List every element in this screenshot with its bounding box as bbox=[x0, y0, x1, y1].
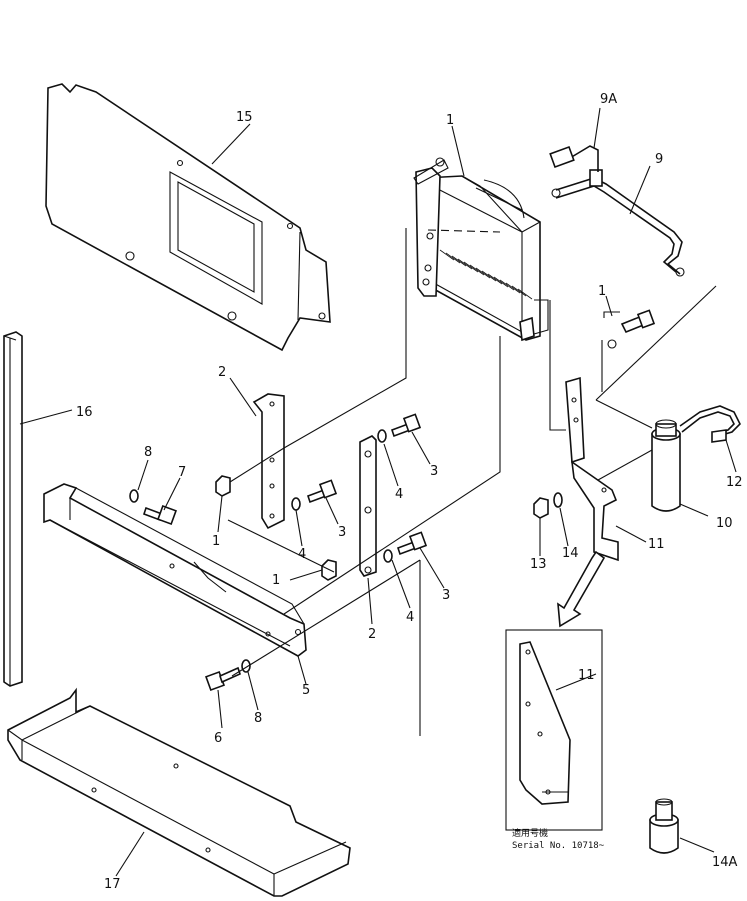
label-4-a: 4 bbox=[298, 547, 306, 562]
label-11: 11 bbox=[648, 537, 665, 552]
core-fin-line bbox=[499, 279, 515, 291]
bolt-7 bbox=[129, 489, 177, 525]
bolt-small bbox=[603, 309, 656, 349]
label-4-c: 4 bbox=[406, 610, 414, 625]
inset-box bbox=[505, 629, 603, 831]
vertical-post bbox=[3, 331, 23, 687]
core-fin-line bbox=[481, 270, 497, 282]
label-11-inset: 11 bbox=[578, 668, 595, 683]
leader-lines bbox=[19, 107, 737, 877]
bracket-left bbox=[252, 393, 285, 530]
bolt-6 bbox=[205, 659, 251, 691]
cover-panel bbox=[45, 83, 331, 352]
label-14A: 14A bbox=[712, 855, 738, 870]
label-7: 7 bbox=[178, 465, 186, 480]
bracket-right bbox=[565, 376, 619, 562]
label-4-b: 4 bbox=[395, 487, 403, 502]
spare-cap bbox=[649, 798, 679, 854]
label-3-a: 3 bbox=[338, 525, 346, 540]
label-8-upper: 8 bbox=[144, 445, 152, 460]
label-17: 17 bbox=[104, 877, 121, 892]
part-labels: 15 1 9A 9 1 2 16 8 7 1 4 3 4 3 1 3 4 2 1… bbox=[76, 92, 743, 892]
bolt-c bbox=[383, 531, 428, 563]
support-beam bbox=[43, 483, 307, 657]
serial-note-en: Serial No. 10718~ bbox=[512, 841, 605, 851]
label-1-bolt: 1 bbox=[598, 284, 606, 299]
nut-a bbox=[215, 475, 231, 497]
core-fins bbox=[439, 249, 533, 300]
core-fin-line bbox=[487, 273, 503, 285]
core-fin-line bbox=[493, 276, 509, 288]
label-1-nut-b: 1 bbox=[272, 573, 280, 588]
core-fin-line bbox=[463, 261, 479, 273]
oil-tube bbox=[551, 169, 685, 277]
core-fin-line bbox=[505, 282, 521, 294]
core-fin-line bbox=[457, 258, 473, 270]
label-16: 16 bbox=[76, 405, 93, 420]
bracket-center bbox=[359, 435, 377, 577]
bolt-a bbox=[377, 413, 422, 443]
core-fin-line bbox=[475, 267, 491, 279]
label-2-right: 2 bbox=[368, 627, 376, 642]
bottom-tray bbox=[7, 687, 351, 897]
label-9: 9 bbox=[655, 152, 663, 167]
core-fin-line bbox=[511, 285, 527, 297]
label-1-nut-a: 1 bbox=[212, 534, 220, 549]
label-6: 6 bbox=[214, 731, 222, 746]
label-5: 5 bbox=[302, 683, 310, 698]
label-9A: 9A bbox=[600, 92, 617, 107]
label-3-c: 3 bbox=[442, 588, 450, 603]
filter-canister bbox=[651, 419, 681, 512]
nut-13 bbox=[533, 497, 549, 519]
core-fin-line bbox=[439, 249, 455, 261]
label-1-core: 1 bbox=[446, 113, 454, 128]
label-3-b: 3 bbox=[430, 464, 438, 479]
oil-cooler-core bbox=[413, 157, 549, 342]
core-fin-line bbox=[517, 288, 533, 300]
label-10: 10 bbox=[716, 516, 733, 531]
serial-note-jp: 適用号機 bbox=[512, 827, 548, 839]
serial-note: 適用号機 Serial No. 10718~ bbox=[512, 827, 605, 851]
core-fin-line bbox=[451, 255, 467, 267]
label-14: 14 bbox=[562, 546, 579, 561]
inset-arrow bbox=[557, 550, 606, 628]
label-13: 13 bbox=[530, 557, 547, 572]
core-fin-line bbox=[469, 264, 485, 276]
label-8-lower: 8 bbox=[254, 711, 262, 726]
washer-14 bbox=[553, 492, 563, 508]
sensor-connector bbox=[549, 145, 599, 172]
label-2-left: 2 bbox=[218, 365, 226, 380]
core-fin-line bbox=[445, 252, 461, 264]
label-15: 15 bbox=[236, 110, 253, 125]
label-12: 12 bbox=[726, 475, 743, 490]
hose bbox=[679, 405, 741, 443]
assembly-center-lines bbox=[193, 228, 717, 736]
